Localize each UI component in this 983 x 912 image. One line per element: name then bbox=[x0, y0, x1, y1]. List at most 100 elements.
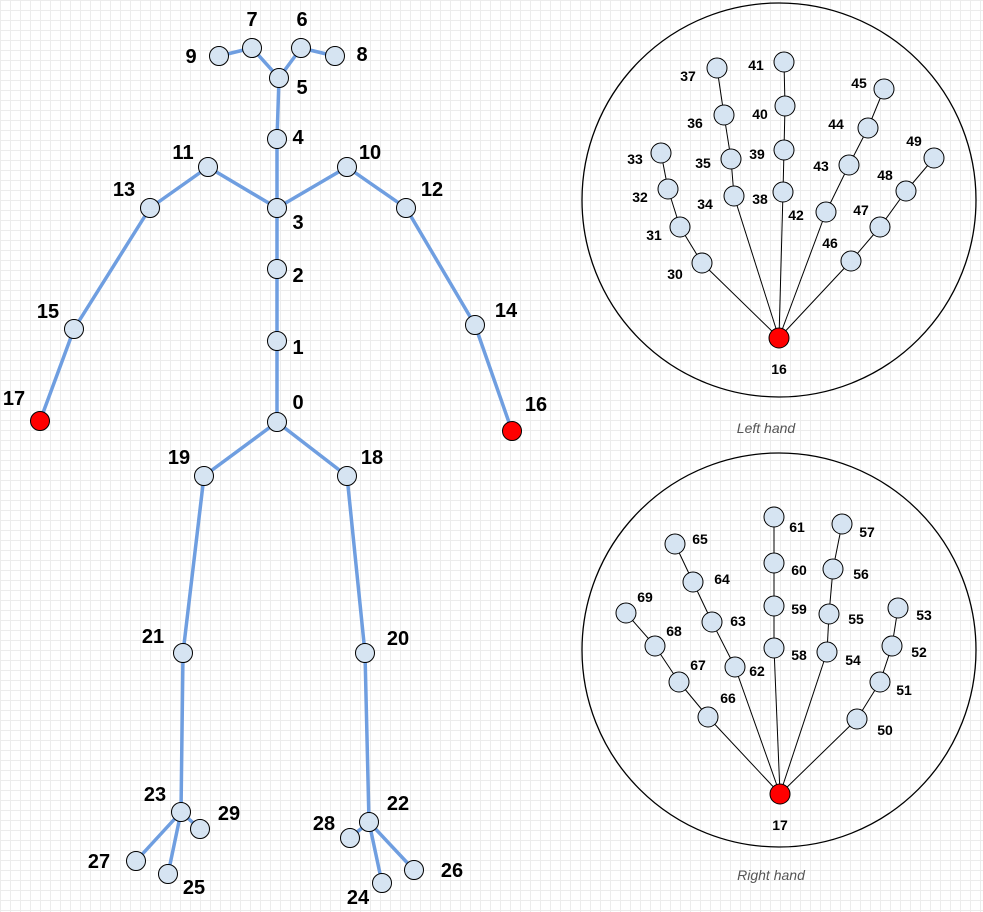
left-hand-joint-label-46: 46 bbox=[822, 235, 838, 251]
right-hand-joint-label-56: 56 bbox=[853, 566, 869, 582]
left-hand-joint-label-42: 42 bbox=[788, 207, 804, 223]
body-bone-12-14 bbox=[404, 206, 477, 327]
body-bone-20-22 bbox=[363, 651, 371, 824]
body-joint-label-22: 22 bbox=[387, 793, 409, 815]
body-joint-label-26: 26 bbox=[441, 860, 463, 882]
left-hand-joint-label-30: 30 bbox=[667, 266, 683, 282]
right-hand-joint-label-52: 52 bbox=[911, 644, 927, 660]
left-hand-joint-32 bbox=[657, 178, 679, 200]
body-bone-11-13 bbox=[148, 165, 210, 210]
body-joints bbox=[30, 38, 522, 893]
left-hand-inset: 1630313233343536373839404142434445464748… bbox=[581, 2, 977, 436]
right-hand-joint-63 bbox=[701, 611, 723, 633]
left-hand-joint-label-45: 45 bbox=[851, 75, 867, 91]
body-bone-23-27 bbox=[134, 810, 183, 863]
body-joint-label-15: 15 bbox=[37, 301, 59, 323]
body-joint-label-28: 28 bbox=[313, 813, 335, 835]
body-joint-label-20: 20 bbox=[387, 628, 409, 650]
right-hand-joint-66 bbox=[697, 706, 719, 728]
body-joint-label-7: 7 bbox=[246, 9, 257, 31]
right-hand-joint-67 bbox=[668, 671, 690, 693]
left-hand-joint-47 bbox=[869, 216, 891, 238]
right-hand-bone-17-66 bbox=[707, 716, 781, 795]
left-hand-joint-label-48: 48 bbox=[877, 167, 893, 183]
left-hand-joint-37 bbox=[706, 57, 728, 79]
body-joint-1 bbox=[267, 331, 287, 351]
body-bone-22-26 bbox=[367, 820, 416, 872]
body-joint-label-2: 2 bbox=[292, 265, 303, 287]
body-joint-4 bbox=[267, 129, 287, 149]
right-hand-joint-52 bbox=[881, 635, 903, 657]
right-hand-joint-57 bbox=[831, 513, 853, 535]
body-joint-label-24: 24 bbox=[347, 887, 370, 909]
right-hand-joint-59 bbox=[763, 595, 785, 617]
right-hand-joint-label-69: 69 bbox=[637, 589, 653, 605]
right-hand-joint-64 bbox=[682, 571, 704, 593]
left-hand-joint-36 bbox=[713, 104, 735, 126]
body-bone-23-25 bbox=[166, 810, 183, 876]
body-labels: 0123456789101112131415161718192021222324… bbox=[3, 9, 547, 909]
body-joint-label-12: 12 bbox=[421, 179, 443, 201]
body-joint-label-0: 0 bbox=[292, 392, 303, 414]
body-joint-label-4: 4 bbox=[292, 127, 304, 149]
left-hand-joint-38 bbox=[772, 181, 794, 203]
left-hand-joint-label-35: 35 bbox=[695, 155, 711, 171]
left-hand-joint-label-49: 49 bbox=[906, 133, 922, 149]
left-hand-joint-label-41: 41 bbox=[748, 57, 764, 73]
left-hand-joint-43 bbox=[838, 154, 860, 176]
body-joint-11 bbox=[198, 157, 218, 177]
right-hand-joint-label-51: 51 bbox=[896, 682, 912, 698]
body-joint-25 bbox=[158, 864, 178, 884]
body-joint-label-16: 16 bbox=[525, 394, 547, 416]
left-hand-bone-16-34 bbox=[733, 195, 780, 339]
body-joint-label-18: 18 bbox=[361, 447, 383, 469]
left-hand-joint-label-47: 47 bbox=[853, 202, 869, 218]
body-joint-9 bbox=[209, 46, 229, 66]
body-joint-22 bbox=[359, 812, 379, 832]
left-hand-labels: 1630313233343536373839404142434445464748… bbox=[627, 57, 922, 377]
body-joint-label-10: 10 bbox=[359, 142, 381, 164]
body-joint-19 bbox=[194, 466, 214, 486]
right-hand-joint-label-68: 68 bbox=[666, 623, 682, 639]
body-joint-label-17: 17 bbox=[3, 388, 25, 410]
right-hand-bone-17-54 bbox=[779, 651, 828, 795]
left-hand-joint-49 bbox=[923, 147, 945, 169]
body-joint-16 bbox=[502, 421, 522, 441]
body-joint-label-5: 5 bbox=[296, 77, 307, 99]
body-joint-8 bbox=[325, 46, 345, 66]
body-joint-27 bbox=[126, 851, 146, 871]
left-hand-joint-46 bbox=[840, 250, 862, 272]
right-hand-bone-17-62 bbox=[734, 666, 781, 795]
left-hand-joint-label-33: 33 bbox=[627, 151, 643, 167]
body-bone-3-11 bbox=[206, 165, 279, 210]
right-hand-joint-61 bbox=[763, 506, 785, 528]
right-hand-joint-17 bbox=[769, 783, 791, 805]
left-hand-joint-label-36: 36 bbox=[687, 115, 703, 131]
body-joint-label-11: 11 bbox=[172, 142, 193, 164]
right-hand-joint-label-57: 57 bbox=[859, 524, 875, 540]
left-hand-bone-16-30 bbox=[701, 262, 780, 339]
body-bone-10-12 bbox=[345, 165, 408, 210]
body-joint-0 bbox=[267, 412, 287, 432]
left-hand-joint-41 bbox=[773, 51, 795, 73]
body-joint-10 bbox=[337, 157, 357, 177]
body-joint-20 bbox=[355, 643, 375, 663]
body-bone-15-17 bbox=[38, 327, 76, 423]
left-hand-caption: Left hand bbox=[737, 420, 797, 436]
left-hand-joint-label-43: 43 bbox=[813, 158, 829, 174]
body-joint-label-29: 29 bbox=[218, 803, 240, 825]
left-hand-joint-48 bbox=[895, 180, 917, 202]
body-bone-13-15 bbox=[72, 206, 152, 331]
body-bone-14-16 bbox=[473, 323, 514, 433]
body-bones bbox=[38, 46, 514, 885]
right-hand-joint-54 bbox=[816, 641, 838, 663]
body-bone-4-5 bbox=[275, 76, 281, 141]
left-hand-bone-16-38 bbox=[778, 191, 784, 339]
right-hand-bone-17-50 bbox=[779, 718, 858, 795]
left-hand-joint-label-44: 44 bbox=[828, 116, 844, 132]
right-hand-joint-62 bbox=[724, 656, 746, 678]
right-hand-joint-56 bbox=[822, 558, 844, 580]
right-hand-joint-label-50: 50 bbox=[877, 722, 893, 738]
right-hand-circle bbox=[581, 452, 977, 848]
left-hand-joint-42 bbox=[815, 201, 837, 223]
